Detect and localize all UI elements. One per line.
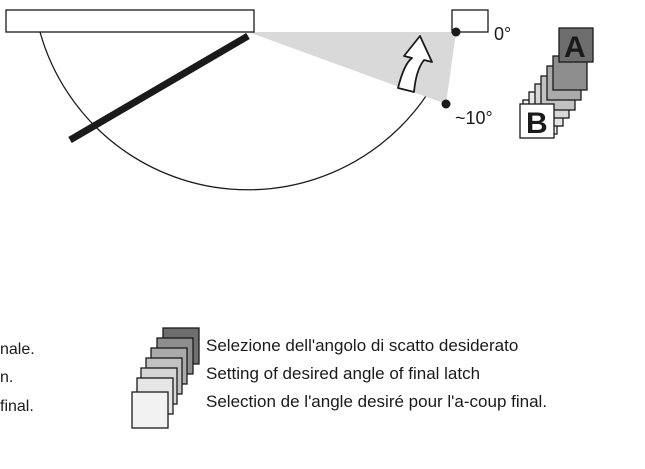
angle-range-wedge	[248, 32, 456, 104]
door-swing-arc-icon	[39, 31, 457, 191]
left-text-line-3: final.	[0, 398, 34, 415]
door-leaf	[68, 32, 250, 144]
ten-degree-label: ~10°	[455, 108, 493, 128]
stack-label-b: B	[526, 107, 548, 140]
card-stack-icon	[519, 27, 594, 139]
ten-degree-point	[441, 99, 451, 109]
door-frame-bar	[5, 9, 255, 33]
curved-arrow-up-icon	[397, 35, 433, 93]
caption-french: Selection de l'angle desiré pour l'a-cou…	[206, 392, 548, 411]
left-text-line-1: nale.	[0, 341, 35, 358]
caption-italian: Selezione dell'angolo di scatto desidera…	[206, 336, 519, 355]
left-text-line-2: n.	[0, 369, 14, 386]
caption-english: Setting of desired angle of final latch	[206, 364, 481, 383]
caption-card-stack-icon	[131, 327, 200, 429]
zero-degree-point	[451, 27, 461, 37]
zero-degree-label: 0°	[494, 24, 511, 44]
latch-frame-bar	[451, 9, 489, 33]
stack-label-a: A	[564, 31, 586, 64]
